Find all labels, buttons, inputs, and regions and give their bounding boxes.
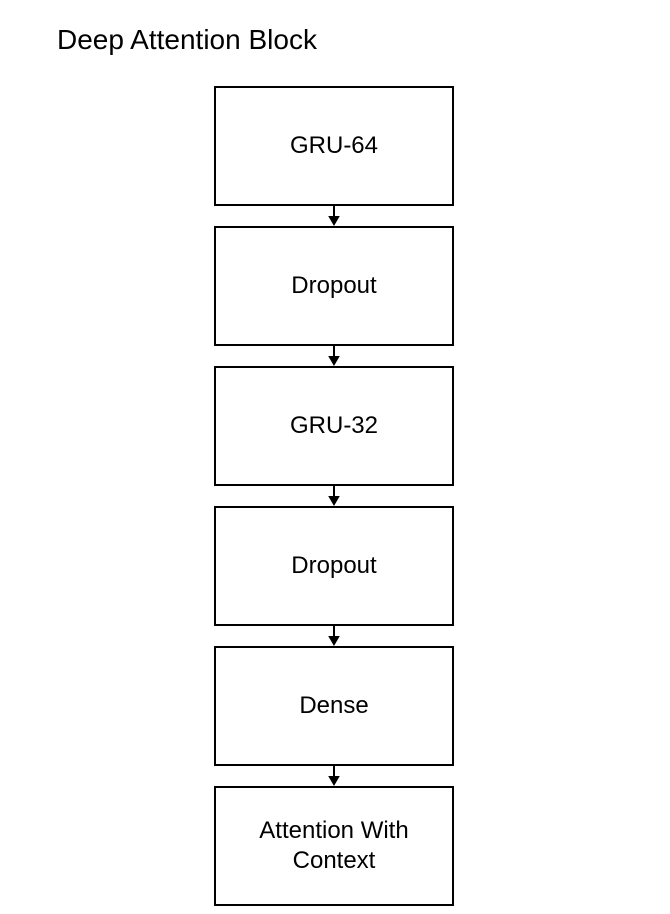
node-gru-64: GRU-64 bbox=[214, 86, 454, 206]
diagram-title: Deep Attention Block bbox=[57, 24, 317, 55]
node-label: Dropout bbox=[291, 552, 377, 579]
node-gru-32: GRU-32 bbox=[214, 366, 454, 486]
node-label: Dropout bbox=[291, 272, 377, 299]
node-dropout-1: Dropout bbox=[214, 226, 454, 346]
node-dropout-2: Dropout bbox=[214, 506, 454, 626]
node-label: GRU-32 bbox=[289, 412, 379, 439]
node-dense: Dense bbox=[214, 646, 454, 766]
node-label: Dense bbox=[299, 692, 369, 719]
arrow-down-icon bbox=[328, 346, 340, 366]
node-attention-with-context: Attention With Context bbox=[214, 786, 454, 906]
arrow-down-icon bbox=[328, 206, 340, 226]
arrow-down-icon bbox=[328, 486, 340, 506]
arrow-down-icon bbox=[328, 626, 340, 646]
node-label: GRU-64 bbox=[289, 132, 379, 159]
arrow-down-icon bbox=[328, 766, 340, 786]
node-label: Attention With Context bbox=[259, 817, 409, 874]
